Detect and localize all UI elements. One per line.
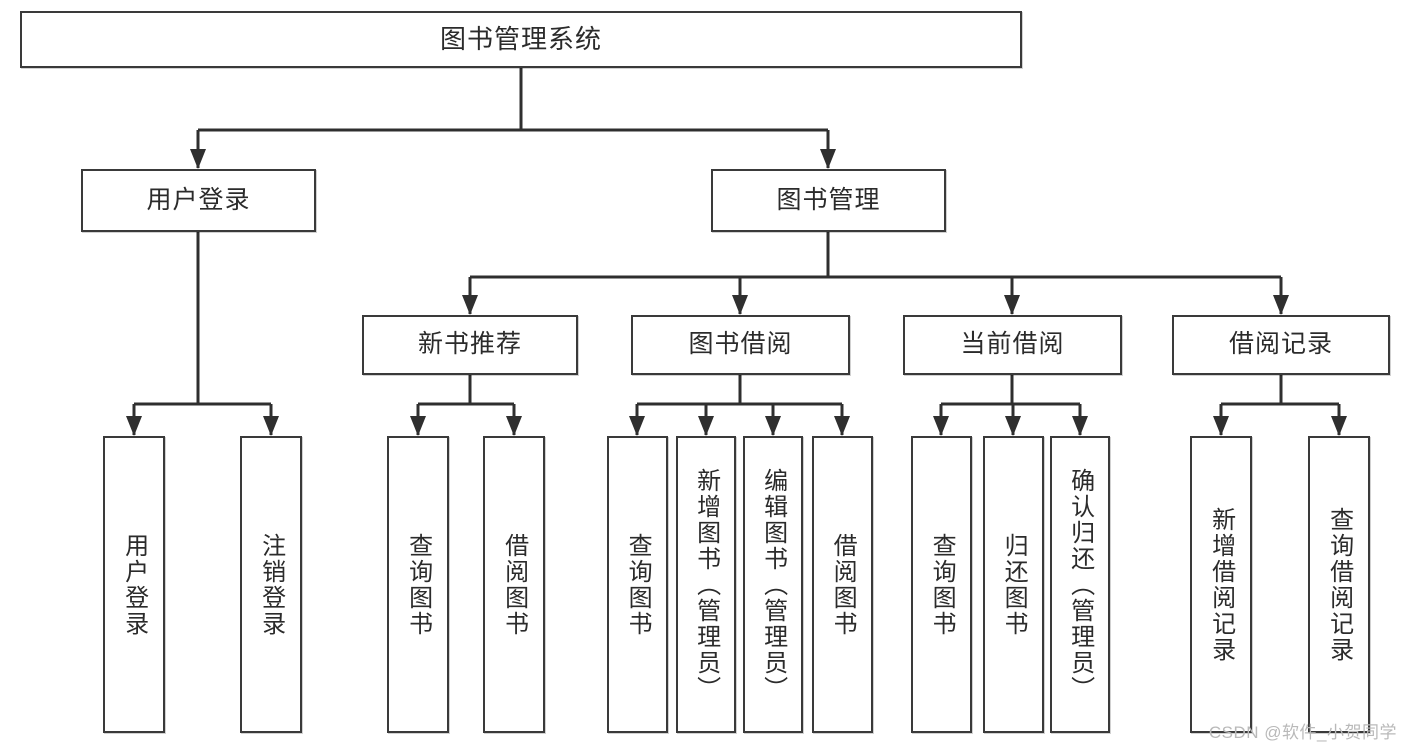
- node-root[interactable]: 图书管理系统: [20, 11, 1022, 68]
- node-leaf-8[interactable]: 查询图书: [911, 436, 972, 733]
- node-leaf-3[interactable]: 借阅图书: [483, 436, 545, 733]
- node-label: 用户登录: [120, 532, 148, 637]
- node-leaf-4[interactable]: 查询图书: [607, 436, 668, 733]
- node-leaf-11[interactable]: 新增借阅记录: [1190, 436, 1252, 733]
- node-level3-1[interactable]: 图书借阅: [631, 315, 850, 375]
- arrow-head-icon: [1004, 295, 1020, 315]
- node-leaf-12[interactable]: 查询借阅记录: [1308, 436, 1370, 733]
- node-label: 确认归还（管理员）: [1066, 467, 1094, 702]
- node-leaf-9[interactable]: 归还图书: [983, 436, 1044, 733]
- arrow-head-icon: [190, 149, 206, 169]
- node-label: 注销登录: [257, 532, 285, 637]
- arrow-head-icon: [820, 149, 836, 169]
- arrow-head-icon: [698, 416, 714, 436]
- node-leaf-2[interactable]: 查询图书: [387, 436, 449, 733]
- arrow-head-icon: [933, 416, 949, 436]
- node-level2-1[interactable]: 图书管理: [711, 169, 946, 232]
- arrow-head-icon: [765, 416, 781, 436]
- node-leaf-10[interactable]: 确认归还（管理员）: [1050, 436, 1110, 733]
- node-label: 查询图书: [404, 532, 432, 637]
- node-leaf-1[interactable]: 注销登录: [240, 436, 302, 733]
- node-level3-0[interactable]: 新书推荐: [362, 315, 578, 375]
- arrow-head-icon: [126, 416, 142, 436]
- node-leaf-5[interactable]: 新增图书（管理员）: [676, 436, 736, 733]
- arrow-head-icon: [1213, 416, 1229, 436]
- arrow-head-icon: [506, 416, 522, 436]
- arrow-head-icon: [410, 416, 426, 436]
- node-label: 借阅图书: [500, 532, 528, 637]
- node-label: 查询图书: [624, 532, 652, 637]
- watermark: CSDN @软件_小贺同学: [1208, 723, 1397, 742]
- arrow-head-icon: [263, 416, 279, 436]
- arrow-head-icon: [629, 416, 645, 436]
- node-label: 查询借阅记录: [1325, 506, 1353, 663]
- node-level3-2[interactable]: 当前借阅: [903, 315, 1122, 375]
- node-level2-0[interactable]: 用户登录: [81, 169, 316, 232]
- arrow-head-icon: [1331, 416, 1347, 436]
- node-leaf-6[interactable]: 编辑图书（管理员）: [743, 436, 803, 733]
- arrow-head-icon: [1273, 295, 1289, 315]
- node-leaf-7[interactable]: 借阅图书: [812, 436, 873, 733]
- arrow-head-icon: [732, 295, 748, 315]
- node-level3-3[interactable]: 借阅记录: [1172, 315, 1390, 375]
- node-label: 查询图书: [928, 532, 956, 637]
- node-label: 归还图书: [1000, 532, 1028, 637]
- node-label: 编辑图书（管理员）: [759, 467, 787, 702]
- arrow-head-icon: [462, 295, 478, 315]
- arrow-head-icon: [834, 416, 850, 436]
- arrow-head-icon: [1072, 416, 1088, 436]
- node-label: 新增图书（管理员）: [692, 467, 720, 702]
- arrow-head-icon: [1005, 416, 1021, 436]
- node-leaf-0[interactable]: 用户登录: [103, 436, 165, 733]
- node-label: 借阅图书: [829, 532, 857, 637]
- node-label: 新增借阅记录: [1207, 506, 1235, 663]
